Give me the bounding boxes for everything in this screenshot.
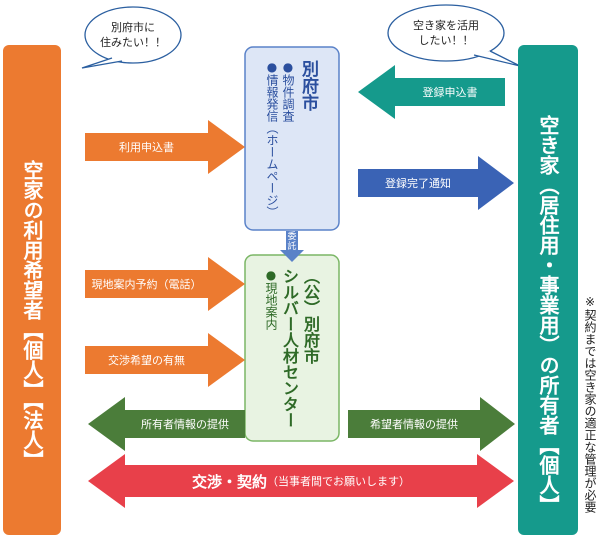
left-party-bar: [3, 45, 61, 535]
city-box-title: 別府市: [298, 60, 318, 111]
arrow-negotiation-intent: [85, 333, 245, 387]
label-owner-info: 所有者情報の提供: [141, 418, 229, 431]
arrow-negotiation: [88, 454, 514, 508]
commission-arrow: [280, 231, 304, 262]
city-box-content: 別府市 ●物件調査 ●情報発信（ホームページ）: [250, 60, 334, 225]
arrow-site-visit-reservation: [85, 257, 245, 311]
commission-label: 委託: [287, 232, 297, 252]
city-box-item-publish: ●情報発信（ホームページ）: [265, 60, 279, 218]
left-speech-bubble: [81, 6, 182, 69]
arrow-applicant-info: [348, 397, 515, 451]
label-usage-application: 利用申込書: [119, 141, 174, 154]
label-applicant-info: 希望者情報の提供: [370, 418, 458, 431]
right-bubble-text: 空き家を活用 したい！！: [413, 19, 479, 47]
label-negotiation-intent: 交渉希望の有無: [108, 354, 185, 367]
arrow-registration-complete: [358, 156, 514, 210]
right-party-bar: [518, 45, 578, 535]
right-party-label: 空き家（居住用・事業用）の所有者【個人】: [536, 115, 560, 515]
left-party-label: 空家の利用希望者【個人】【法人】: [20, 160, 44, 470]
side-note: ※契約までは空き家の適正な管理が必要: [583, 295, 597, 513]
label-registration-complete: 登録完了通知: [385, 177, 451, 190]
arrow-registration-application: [358, 65, 505, 119]
negotiation-label: 交渉・契約 （当事者間でお願いします）: [125, 465, 477, 497]
arrow-usage-application: [85, 120, 245, 174]
center-box-content: （公）別府市 シルバー人材センター ●現地案内: [250, 268, 334, 436]
negotiation-note-label: （当事者間でお願いします）: [267, 475, 410, 488]
negotiation-main-label: 交渉・契約: [191, 472, 267, 491]
label-registration-application: 登録申込書: [422, 86, 478, 99]
right-speech-bubble: [387, 4, 521, 67]
city-box: [244, 46, 340, 231]
city-box-item-survey: ●物件調査: [281, 60, 295, 122]
label-site-visit-reservation: 現地案内予約（電話）: [91, 278, 202, 291]
center-box-item-guide: ●現地案内: [264, 268, 278, 330]
center-box-title: （公）別府市 シルバー人材センター: [280, 268, 320, 428]
arrow-owner-info: [88, 397, 245, 451]
left-bubble-text: 別府市に 住みたい！！: [100, 21, 166, 49]
